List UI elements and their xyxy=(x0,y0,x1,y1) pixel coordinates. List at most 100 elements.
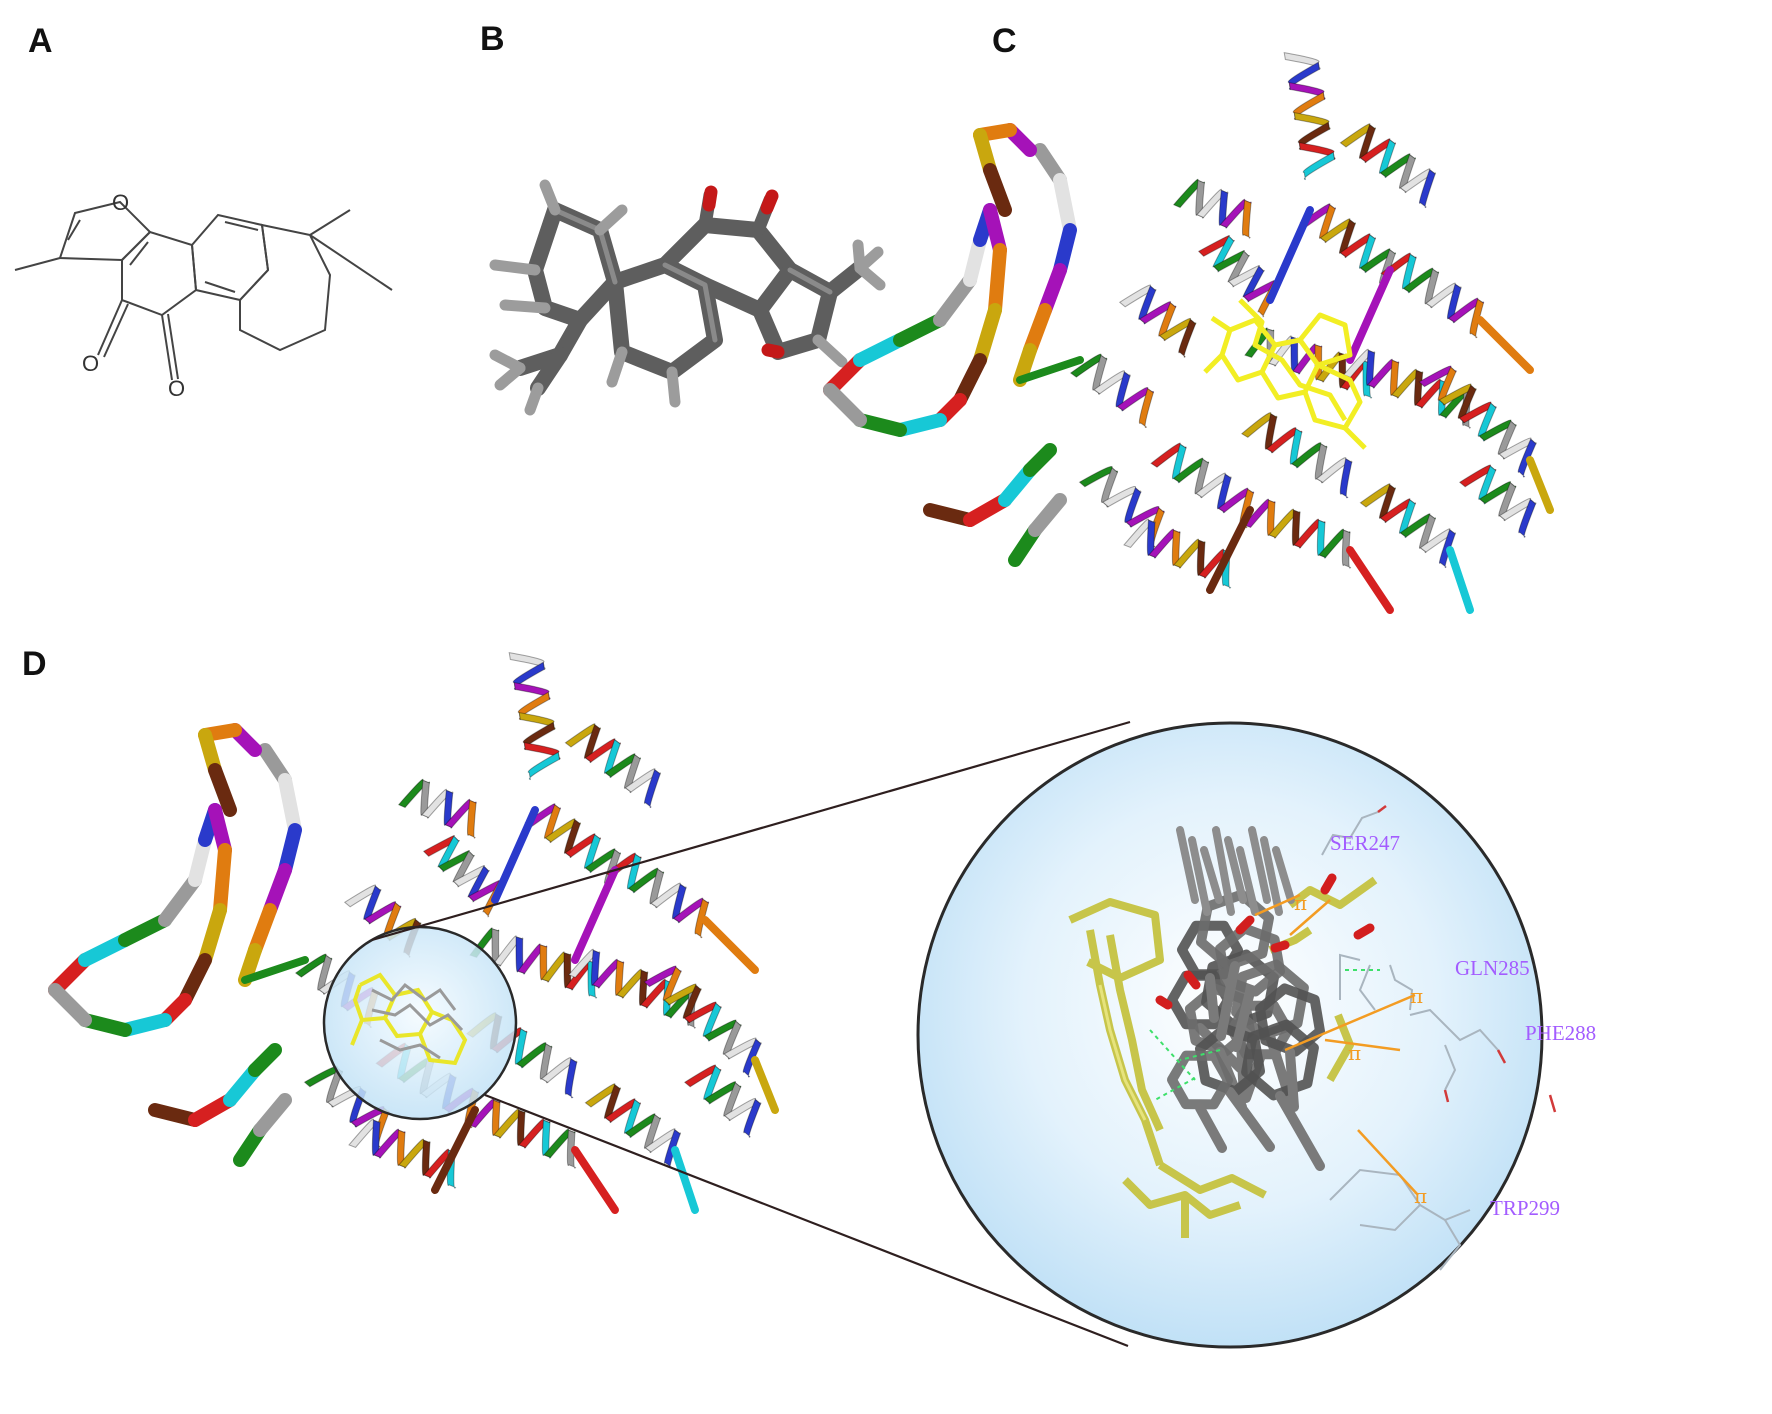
panel-a-2d-structure xyxy=(14,200,393,381)
strand-segment xyxy=(118,913,172,947)
ligand-pose-stick xyxy=(1200,846,1223,904)
strand-segment xyxy=(1016,356,1084,384)
helix-segment xyxy=(1425,282,1462,308)
ligand-pose-ring xyxy=(1255,983,1325,1057)
helix-segment xyxy=(1194,458,1210,499)
helix-segment xyxy=(703,1065,722,1105)
helix-segment xyxy=(515,936,526,975)
helix-segment xyxy=(662,966,682,1006)
ligand-pose-stick xyxy=(1272,846,1295,904)
helix-segment xyxy=(564,1057,578,1099)
strand-segment xyxy=(671,1146,699,1214)
helix-segment xyxy=(1438,383,1477,406)
helix-segment xyxy=(1115,371,1131,412)
panel-label-a: A xyxy=(28,22,53,60)
strand-segment xyxy=(1028,493,1067,537)
ligand-pose-stick xyxy=(1224,836,1247,904)
helix-segment xyxy=(1498,497,1537,521)
strand-segment xyxy=(1266,206,1314,304)
helix-segment xyxy=(1172,457,1210,483)
ligand-pose-stick xyxy=(1248,826,1271,904)
helix-segment xyxy=(682,984,702,1024)
helix-segment xyxy=(1290,336,1301,375)
helix-segment xyxy=(1266,499,1277,539)
helix-segment xyxy=(1146,519,1157,559)
panel-c-ligand xyxy=(1203,298,1367,450)
strand-segment xyxy=(701,916,759,974)
helix-segment xyxy=(371,1119,382,1159)
helix-segment xyxy=(743,1098,762,1138)
pi-label-ser247: π xyxy=(1294,891,1307,915)
ligand-pose-stick xyxy=(1176,826,1199,904)
helix-segment xyxy=(1195,179,1205,219)
helix-segment xyxy=(1093,370,1131,395)
helix-segment xyxy=(317,954,333,995)
strand-segment xyxy=(571,866,619,964)
helix-segment xyxy=(517,691,550,721)
zoom-connector-lines xyxy=(371,720,1131,1348)
helix-segment xyxy=(1391,368,1424,399)
ligand-pose-stick xyxy=(1216,961,1240,1041)
helix-segment xyxy=(1216,473,1232,514)
helix-segment xyxy=(396,1129,407,1169)
strand-segment xyxy=(78,933,132,967)
binding-site-zoom-view: π π π π SER247 GLN285 PHE288 TRP299 xyxy=(916,721,1596,1349)
helix-segment xyxy=(1291,509,1302,549)
helix-segment xyxy=(1227,250,1250,288)
atom-oxygen-carbonyl-1: O xyxy=(82,351,99,376)
strand-segment xyxy=(278,773,302,837)
strand-segment xyxy=(953,353,987,407)
helix-segment xyxy=(1138,285,1157,325)
ligand-pose-ring xyxy=(1215,923,1285,997)
helix-segment xyxy=(420,779,430,819)
helix-segment xyxy=(1242,199,1252,239)
helix-segment xyxy=(649,868,665,909)
strand-segment xyxy=(198,903,227,967)
helix-segment xyxy=(1498,481,1517,522)
helix-segment xyxy=(518,1118,551,1149)
helix-segment xyxy=(516,1109,527,1149)
residue-label-phe288: PHE288 xyxy=(1525,1021,1596,1045)
strand-segment xyxy=(491,806,539,904)
strand-segment xyxy=(241,956,309,984)
helix-segment xyxy=(1100,467,1118,508)
strand-segment xyxy=(208,763,237,817)
helix-segment xyxy=(373,1128,406,1159)
strand-segment xyxy=(253,1093,292,1137)
ligand-pose-stick xyxy=(1260,836,1283,916)
ligand-pose-stick xyxy=(1212,826,1235,916)
helix-segment xyxy=(563,952,574,991)
helix-segment xyxy=(1413,369,1424,409)
helix-segment xyxy=(1478,419,1517,442)
helix-segment xyxy=(543,1128,576,1159)
panel-c-protein-ribbon xyxy=(823,52,1554,614)
helix-segment xyxy=(671,883,687,924)
binding-site-marker xyxy=(322,925,518,1121)
helix-segment xyxy=(512,661,545,691)
helix-segment xyxy=(444,798,477,829)
helix-segment xyxy=(627,867,665,893)
helix-segment xyxy=(421,1139,432,1179)
helix-segment xyxy=(1367,358,1400,389)
helix-segment xyxy=(1196,539,1207,579)
helix-segment xyxy=(1365,349,1376,389)
helix-segment xyxy=(491,1099,502,1139)
helix-segment xyxy=(1339,457,1353,499)
helix-segment xyxy=(421,788,454,819)
residue-label-gln285: GLN285 xyxy=(1455,956,1530,980)
helix-segment xyxy=(443,789,454,829)
residue-label-trp299: TRP299 xyxy=(1490,1196,1560,1220)
helix-segment xyxy=(1171,443,1187,484)
ligand-pose-stick xyxy=(1188,836,1211,916)
strand-segment xyxy=(933,273,977,327)
helix-segment xyxy=(1217,487,1255,513)
pi-label-trp299: π xyxy=(1414,1184,1427,1208)
strand-segment xyxy=(988,243,1007,317)
helix-segment xyxy=(343,884,382,908)
helix-segment xyxy=(722,1020,742,1060)
helix-segment xyxy=(1302,151,1335,181)
helix-segment xyxy=(723,1081,742,1122)
ligand-pose-stick xyxy=(1231,987,1255,1052)
helix-segment xyxy=(363,885,382,925)
helix-segment xyxy=(1171,529,1182,569)
